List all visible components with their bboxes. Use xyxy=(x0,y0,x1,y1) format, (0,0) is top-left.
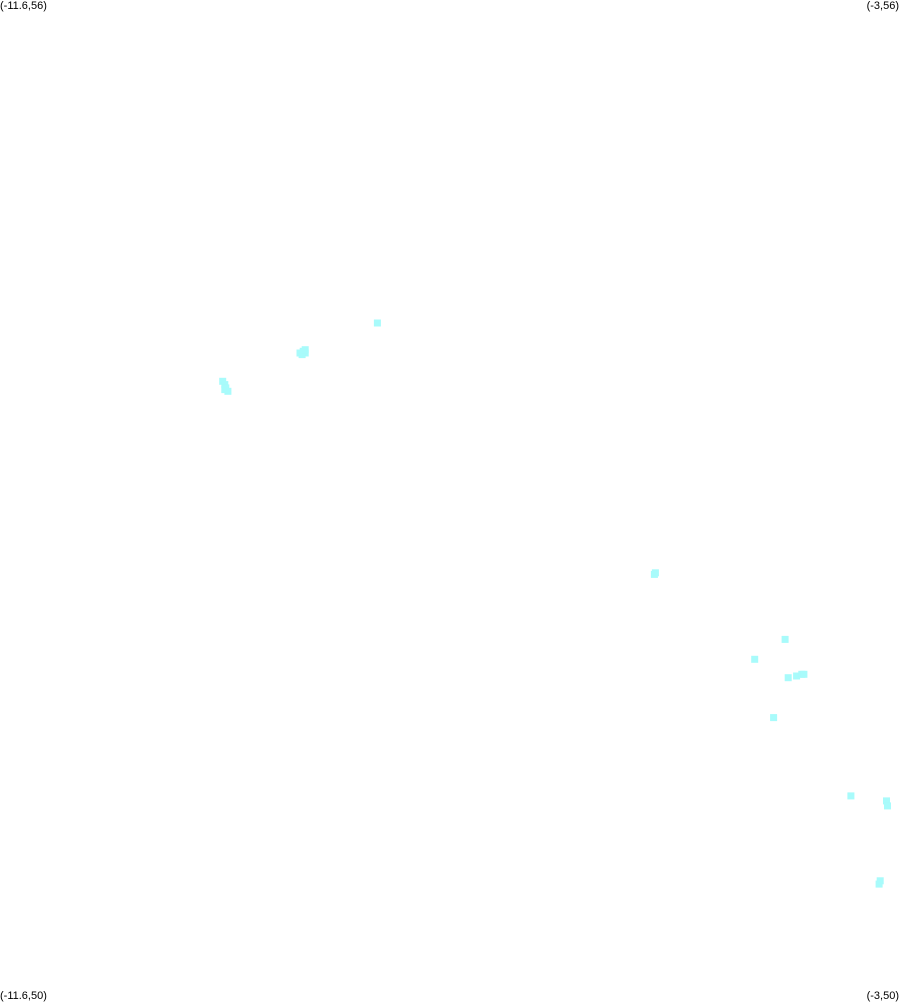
data-point xyxy=(883,797,890,805)
data-point xyxy=(884,802,891,810)
data-point xyxy=(650,570,658,578)
data-point xyxy=(298,351,306,359)
data-point xyxy=(784,674,792,682)
data-point xyxy=(221,386,229,394)
data-point xyxy=(373,319,381,327)
data-point xyxy=(800,670,808,678)
data-point xyxy=(876,877,884,885)
data-point xyxy=(301,346,309,354)
data-point xyxy=(751,655,759,663)
corner-label-top-right: (-3,56) xyxy=(866,0,899,12)
data-point xyxy=(781,635,789,643)
data-point xyxy=(793,672,801,680)
data-point xyxy=(847,792,855,800)
corner-label-top-left: (-11.6,56) xyxy=(0,0,47,12)
data-point xyxy=(770,714,778,722)
